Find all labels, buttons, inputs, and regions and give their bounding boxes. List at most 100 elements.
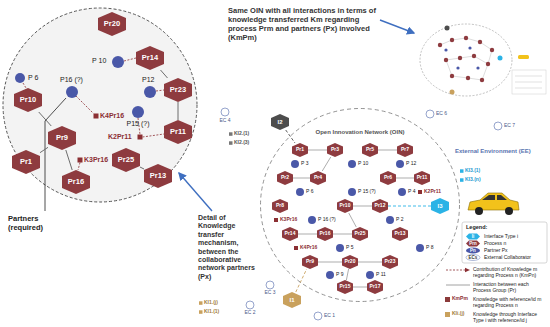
process-hexagon: Pr11 — [164, 120, 192, 144]
thumbnail-process — [458, 56, 462, 60]
legend-icon — [466, 234, 480, 240]
knowledge-label: K2Pr11 — [108, 133, 132, 141]
process-hexagon: Pr15 — [337, 280, 353, 294]
annotation-text: Partners (required) — [8, 214, 66, 232]
legend-text: External Collaborator — [484, 254, 531, 260]
hexagon-shape — [317, 227, 333, 241]
connector — [346, 269, 348, 280]
collaborator-label: EC 3 — [264, 290, 275, 296]
node-text: Pr3 — [331, 147, 339, 153]
network-region: Open Innovation Network (OIN)Pr1Pr3Pr5Pr… — [260, 108, 460, 302]
partner-circle — [348, 160, 356, 168]
knowledge-link — [78, 163, 80, 171]
node-text: I3 — [437, 203, 442, 210]
partner-circle — [132, 106, 144, 118]
knowledge-label: K3Pr16 — [84, 156, 108, 164]
hexagon-shape — [144, 164, 172, 188]
node-text: Pr8 — [276, 203, 284, 209]
process-hexagon: Pr10 — [337, 199, 353, 213]
connector — [286, 130, 295, 143]
hexagon-shape — [164, 120, 192, 144]
partner-circle — [386, 216, 394, 224]
hexagon-shape — [431, 198, 449, 214]
knowledge-label: K3Pr16 — [280, 217, 297, 223]
partner-label: P 8 — [426, 245, 433, 251]
hexagon-shape — [62, 170, 90, 194]
interface-knowledge-label: KI2.(1) — [234, 131, 249, 137]
process-hexagon: Pr23 — [382, 255, 398, 269]
process-hexagon: Pr4 — [310, 171, 326, 185]
thumbnail-process — [466, 76, 470, 80]
region-label: External Environment (EE) — [455, 148, 531, 155]
node-text: Pr13 — [395, 231, 406, 237]
car-body — [468, 193, 519, 210]
legend-text: Interface Type i — [484, 233, 518, 239]
connector — [388, 206, 431, 207]
hexagon-shape — [283, 292, 301, 308]
interface-knowledge-label: KI3.(n) — [465, 177, 481, 183]
legend-sample-label: KmPm — [452, 296, 468, 302]
hexagon-shape — [48, 126, 76, 150]
node-text: Pr13 — [150, 172, 166, 180]
annotation-text: Detail of Knowledge transfer mechanism, … — [198, 214, 260, 281]
collaborator-label: EC 7 — [504, 123, 515, 129]
connector — [396, 178, 414, 179]
partner-circle — [291, 160, 299, 168]
collaborator-label: EC 4 — [219, 118, 230, 124]
partner-circle — [112, 56, 124, 68]
legend-line-sample — [446, 269, 466, 270]
thumbnail-process — [490, 48, 494, 52]
collaborator-circle — [426, 110, 434, 118]
network-outline — [260, 108, 460, 302]
connector — [161, 70, 168, 78]
legend-text: Interaction between each Process Group (… — [473, 281, 547, 293]
thumbnail-legend — [512, 70, 546, 94]
interface-knowledge-square — [460, 178, 464, 182]
node-text: Pr25 — [355, 231, 366, 237]
car-window — [497, 195, 507, 200]
interface-knowledge-label: KI1.(1) — [204, 309, 219, 315]
partner-circle — [348, 188, 356, 196]
partner-circle — [336, 244, 344, 252]
hexagon-shape — [337, 199, 353, 213]
interface-hexagon: I3 — [431, 198, 449, 214]
partner-label: P 6 — [306, 189, 313, 195]
thumbnail-process — [478, 40, 482, 44]
thumbnail-car — [518, 55, 529, 59]
collaborator-label: EC 2 — [244, 310, 255, 316]
knowledge-square — [94, 114, 99, 119]
partner-circle — [308, 216, 316, 224]
connector — [322, 157, 331, 171]
thumbnail-partner — [476, 66, 479, 69]
process-hexagon: Pr10 — [14, 88, 42, 112]
process-hexagon: Pr17 — [367, 280, 383, 294]
thumbnail-partner — [468, 46, 471, 49]
node-text: Pr23 — [170, 86, 186, 94]
partner-circle — [15, 73, 25, 83]
node-text: Pr4 — [314, 175, 322, 181]
hexagon-shape — [397, 143, 413, 157]
connector — [358, 262, 382, 263]
process-hexagon: Pr11 — [414, 171, 430, 185]
node-text: Pr16 — [68, 178, 84, 186]
thumbnail-interface — [445, 26, 450, 31]
node-text: Pr1 — [20, 158, 32, 166]
knowledge-square — [418, 190, 422, 194]
node-text: Pr9 — [306, 259, 314, 265]
knowledge-label: K4Pr16 — [100, 112, 124, 120]
legend-swatch — [445, 297, 450, 302]
node-text: Pr1 — [296, 147, 304, 153]
pointer-arrow — [179, 173, 212, 211]
hexagon-shape — [372, 199, 388, 213]
hexagon-shape — [302, 255, 318, 269]
partner-label: P 3 — [301, 161, 308, 167]
interface-hexagon: I1 — [283, 292, 301, 308]
process-hexagon: Pr3 — [327, 143, 343, 157]
knowledge-square — [138, 135, 143, 140]
hexagon-shape — [380, 171, 396, 185]
hexagon-shape — [271, 114, 289, 130]
process-hexagon: Pr6 — [380, 171, 396, 185]
partner-circle — [296, 188, 304, 196]
